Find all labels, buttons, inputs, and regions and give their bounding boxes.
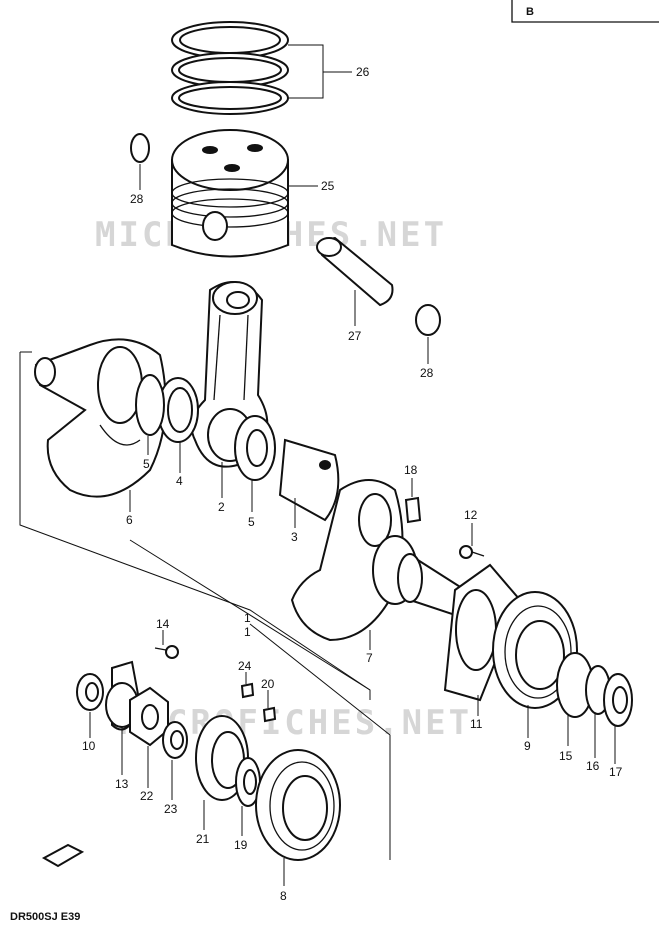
callout-26: 26 xyxy=(356,65,370,79)
circlip-right xyxy=(415,304,441,364)
callout-22: 22 xyxy=(140,789,154,803)
callout-2: 2 xyxy=(218,500,225,514)
callout-24: 24 xyxy=(238,659,252,673)
callout-11: 11 xyxy=(470,717,483,731)
main-bearing-left xyxy=(255,749,341,886)
callout-17: 17 xyxy=(609,765,623,779)
callout-27: 27 xyxy=(348,329,362,343)
callout-6: 6 xyxy=(126,513,133,527)
callout-5-left: 5 xyxy=(143,457,150,471)
callout-3: 3 xyxy=(291,530,298,544)
assembly-bracket xyxy=(19,351,391,860)
bolt-12 xyxy=(459,523,485,559)
primary-gear xyxy=(195,715,261,836)
callout-12: 12 xyxy=(464,508,478,522)
callout-20: 20 xyxy=(261,677,275,691)
callout-1-lower: 1 xyxy=(244,625,251,639)
callout-8: 8 xyxy=(280,889,287,903)
corner-box-text: B xyxy=(526,6,534,18)
callout-16: 16 xyxy=(586,759,600,773)
callout-23: 23 xyxy=(164,802,178,816)
retainer-plate xyxy=(443,563,522,716)
right-crank-half xyxy=(290,479,468,650)
callout-5-right: 5 xyxy=(248,515,255,529)
piston xyxy=(171,129,318,258)
callout-7: 7 xyxy=(366,651,373,665)
callout-25: 25 xyxy=(321,179,335,193)
callout-21: 21 xyxy=(196,832,210,846)
circlip-left xyxy=(130,133,150,190)
piston-rings xyxy=(171,21,352,115)
right-end-parts xyxy=(556,652,633,764)
callout-18: 18 xyxy=(404,463,418,477)
callout-10: 10 xyxy=(82,739,96,753)
small-keys xyxy=(240,672,277,723)
piston-pin xyxy=(316,236,394,326)
key xyxy=(404,478,422,524)
callout-19: 19 xyxy=(234,838,248,852)
left-lower-parts xyxy=(76,660,188,800)
direction-arrow-icon xyxy=(41,843,85,868)
callout-4: 4 xyxy=(176,474,183,488)
callout-1-upper: 1 xyxy=(244,611,251,625)
left-crank-half xyxy=(34,338,167,512)
model-code: DR500SJ E39 xyxy=(10,911,80,923)
corner-box: B xyxy=(511,0,659,23)
bolt-14 xyxy=(154,630,179,659)
callout-14: 14 xyxy=(156,617,170,631)
crank-pin xyxy=(234,415,340,528)
callout-28-left: 28 xyxy=(130,192,144,206)
needle-bearing xyxy=(135,374,199,473)
callout-28-right: 28 xyxy=(420,366,434,380)
callout-9: 9 xyxy=(524,739,531,753)
main-bearing-right xyxy=(492,591,578,738)
callout-13: 13 xyxy=(115,777,129,791)
callout-15: 15 xyxy=(559,749,573,763)
